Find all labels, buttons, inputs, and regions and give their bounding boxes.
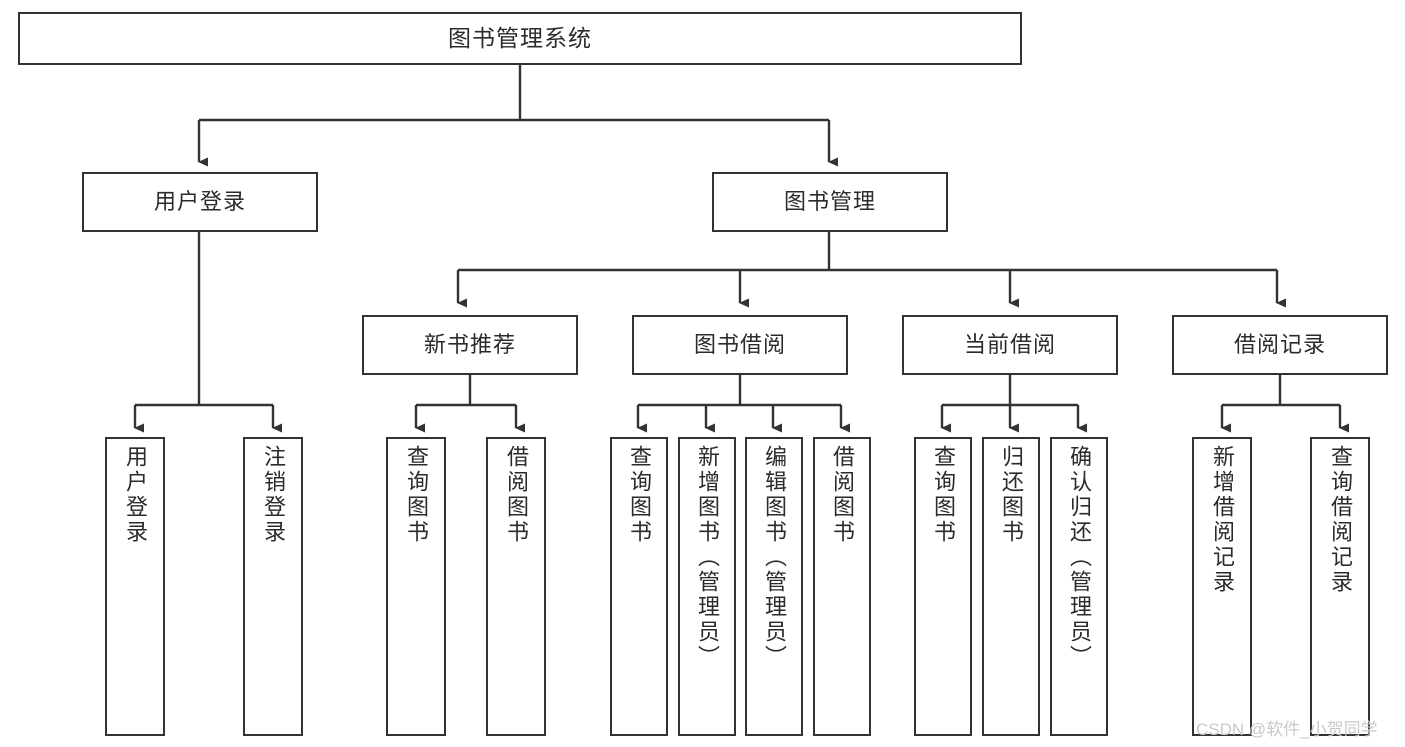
node-label: 用户登录 — [123, 445, 148, 545]
node-label: 借阅记录 — [1233, 332, 1326, 358]
leaf-return-book[interactable]: 归还图书 — [982, 437, 1040, 736]
node-label: 查询图书 — [627, 445, 652, 545]
node-label: 查询图书 — [931, 445, 956, 545]
node-root-system[interactable]: 图书管理系统 — [18, 12, 1022, 65]
node-label: 用户登录 — [153, 189, 246, 215]
leaf-confirm-return-admin[interactable]: 确认归还（管理员） — [1050, 437, 1108, 736]
node-user-login[interactable]: 用户登录 — [82, 172, 318, 232]
leaf-logout[interactable]: 注销登录 — [243, 437, 303, 736]
leaf-edit-book-admin[interactable]: 编辑图书（管理员） — [745, 437, 803, 736]
node-label: 编辑图书（管理员） — [762, 445, 787, 670]
leaf-query-book-current[interactable]: 查询图书 — [914, 437, 972, 736]
node-label: 新增图书（管理员） — [695, 445, 720, 670]
node-label: 注销登录 — [261, 445, 286, 545]
node-label: 图书管理 — [783, 189, 876, 215]
node-label: 当前借阅 — [963, 332, 1056, 358]
node-new-book-recommend[interactable]: 新书推荐 — [362, 315, 578, 375]
leaf-query-book-recommend[interactable]: 查询图书 — [386, 437, 446, 736]
leaf-add-book-admin[interactable]: 新增图书（管理员） — [678, 437, 736, 736]
node-label: 查询借阅记录 — [1328, 445, 1353, 595]
node-label: 确认归还（管理员） — [1067, 445, 1092, 670]
node-label: 图书管理系统 — [448, 24, 592, 51]
leaf-borrow-book-recommend[interactable]: 借阅图书 — [486, 437, 546, 736]
leaf-borrow-book[interactable]: 借阅图书 — [813, 437, 871, 736]
node-label: 图书借阅 — [693, 332, 786, 358]
node-label: 查询图书 — [404, 445, 429, 545]
node-book-management[interactable]: 图书管理 — [712, 172, 948, 232]
node-current-borrow[interactable]: 当前借阅 — [902, 315, 1118, 375]
node-label: 新书推荐 — [423, 332, 516, 358]
leaf-add-borrow-record[interactable]: 新增借阅记录 — [1192, 437, 1252, 736]
node-label: 归还图书 — [999, 445, 1024, 545]
node-borrow-record[interactable]: 借阅记录 — [1172, 315, 1388, 375]
node-label: 新增借阅记录 — [1210, 445, 1235, 595]
node-label: 借阅图书 — [504, 445, 529, 545]
leaf-user-login[interactable]: 用户登录 — [105, 437, 165, 736]
leaf-query-book-borrow[interactable]: 查询图书 — [610, 437, 668, 736]
node-book-borrow[interactable]: 图书借阅 — [632, 315, 848, 375]
node-label: 借阅图书 — [830, 445, 855, 545]
leaf-query-borrow-record[interactable]: 查询借阅记录 — [1310, 437, 1370, 736]
